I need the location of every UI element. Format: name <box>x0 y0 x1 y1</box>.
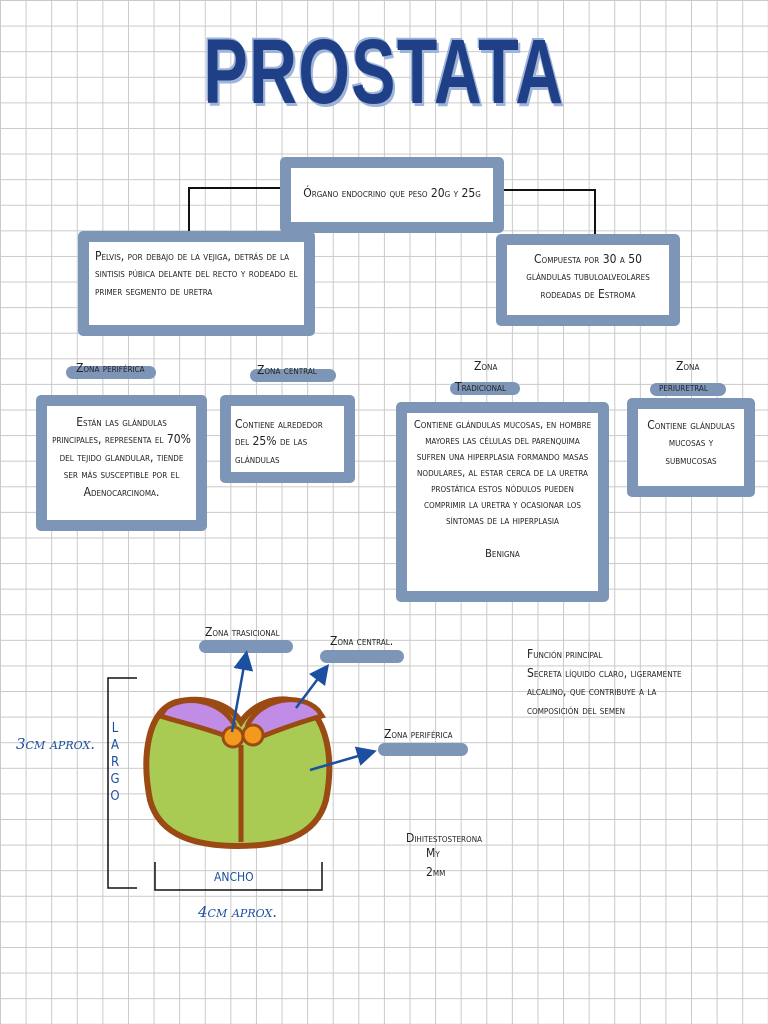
largo-letter: G <box>110 772 120 787</box>
composition-box: Compuesta por 30 a 50 glándulas tubuloal… <box>496 234 680 326</box>
largo-label: L A R G O <box>108 720 122 805</box>
central-zone-left <box>155 698 237 739</box>
zone-text-transitional: Contiene glándulas mucosas, en hombre ma… <box>413 418 592 527</box>
root-box: Órgano endocrino que peso 20g y 25g <box>280 157 504 233</box>
zone-label-peripheral: Zona periférica <box>76 361 145 375</box>
label-bar-diagram-transitional <box>199 640 293 653</box>
label-bar-periurethral <box>650 383 726 396</box>
root-text: Órgano endocrino que peso 20g y 25g <box>303 186 481 200</box>
peripheral-zone-shape <box>143 696 333 850</box>
label-bar-peripheral <box>66 366 156 379</box>
zone-label-periurethral-2: periuretral <box>659 380 708 394</box>
page-title: PROSTATA <box>203 21 565 123</box>
largo-letter: A <box>111 738 119 753</box>
diagram-label-peripheral: Zona periférica <box>384 727 453 741</box>
largo-letter: R <box>110 755 120 770</box>
connector-left-h <box>188 187 284 189</box>
connector-left-v <box>188 187 190 232</box>
extra-line: 2mm <box>426 865 446 879</box>
central-zone-right <box>245 697 327 741</box>
height-note: 3cm aprox. <box>16 735 96 753</box>
zone-text-peripheral: Están las glándulas principales, represe… <box>52 415 191 499</box>
ancho-label: ANCHO <box>214 870 254 884</box>
diagram-label-central: Zona central. <box>330 634 394 648</box>
location-text: Pelvis, por debajo de la vejiga, detrás … <box>95 249 298 298</box>
zone-box-central: Contiene alrededor del 25% de las glándu… <box>220 395 355 483</box>
function-line: Secreta líquido claro, ligeramente <box>527 665 682 680</box>
diagram-label-transitional: Zona trasicional <box>205 625 280 639</box>
connector-right-h <box>500 189 596 191</box>
zone-text-central: Contiene alrededor del 25% de las glándu… <box>235 417 323 466</box>
arrow-transitional <box>230 650 254 733</box>
arrow-peripheral <box>309 746 377 772</box>
extra-line: Dihitestosterona <box>406 831 483 845</box>
width-note: 4cm aprox. <box>198 903 278 921</box>
zone-label-central: Zona central <box>257 363 317 377</box>
zone-label-transitional-1: Zona <box>474 359 498 373</box>
function-heading: Función principal <box>527 647 603 661</box>
zone-label-periurethral-1: Zona <box>676 359 700 373</box>
largo-letter: O <box>110 789 120 804</box>
largo-letter: L <box>111 721 119 736</box>
function-line: composición del semen <box>527 702 626 717</box>
function-line: alcalino, que contribuye a la <box>527 684 657 699</box>
connector-right-v <box>594 189 596 235</box>
zone-box-transitional: Contiene glándulas mucosas, en hombre ma… <box>396 402 609 602</box>
composition-text: Compuesta por 30 a 50 glándulas tubuloal… <box>526 252 650 301</box>
zone-label-transitional-2: Tradicional <box>455 380 506 394</box>
zone-text-periurethral: Contiene glándulas mucosas y submucosas <box>647 418 735 467</box>
arrow-central <box>295 664 329 709</box>
zone-note-benign: Benigna <box>485 546 520 560</box>
transitional-zone-right <box>241 723 265 747</box>
zone-box-periurethral: Contiene glándulas mucosas y submucosas <box>627 398 755 497</box>
extra-notes: Dihitestosterona My 2mm <box>406 831 482 880</box>
extra-line: My <box>426 846 440 860</box>
location-box: Pelvis, por debajo de la vejiga, detrás … <box>78 231 315 336</box>
label-bar-transitional <box>450 382 520 395</box>
function-block: Función principal Secreta líquido claro,… <box>527 645 682 719</box>
label-bar-diagram-central <box>320 650 404 663</box>
label-bar-central <box>250 369 336 382</box>
zone-box-peripheral: Están las glándulas principales, represe… <box>36 395 207 531</box>
transitional-zone-left <box>221 725 245 749</box>
label-bar-diagram-peripheral <box>378 743 468 756</box>
